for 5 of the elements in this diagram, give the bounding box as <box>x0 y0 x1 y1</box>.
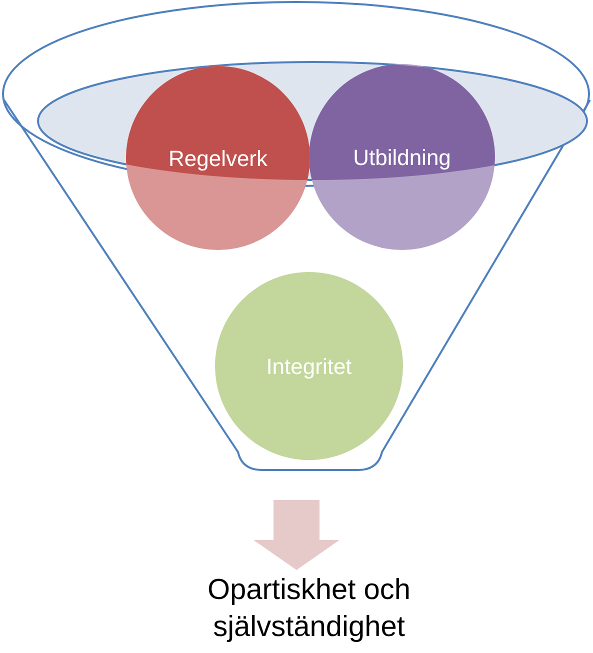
result-text: Opartiskhet och självständighet <box>150 572 468 652</box>
circle-label: Integritet <box>266 352 352 381</box>
circle-label: Regelverk <box>168 144 268 173</box>
circle-label: Utbildning <box>353 144 451 172</box>
block-arrow <box>254 500 340 570</box>
